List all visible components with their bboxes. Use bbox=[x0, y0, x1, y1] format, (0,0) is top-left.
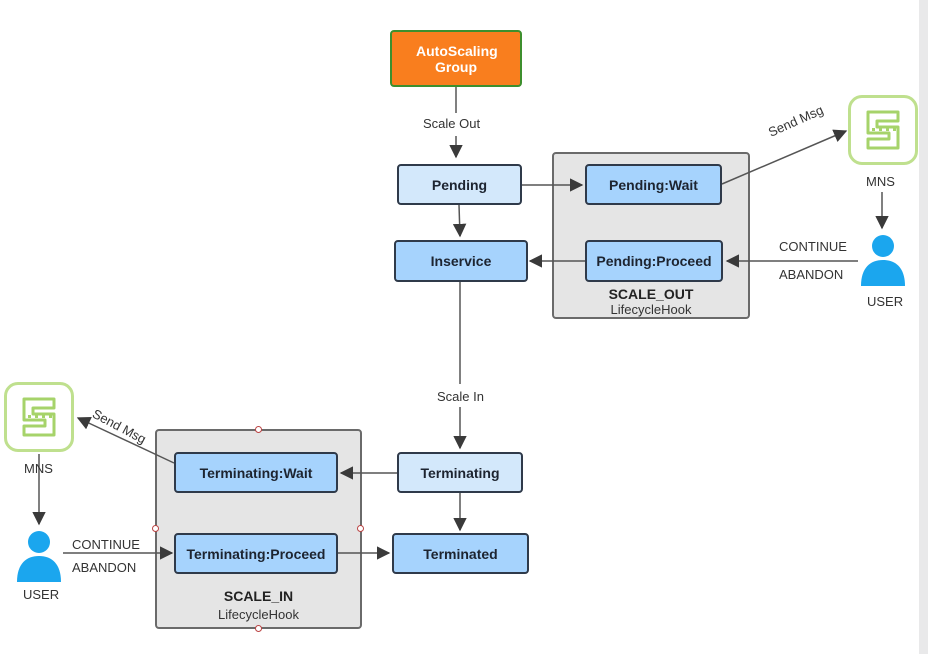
terminating-wait-node[interactable]: Terminating:Wait bbox=[174, 452, 338, 493]
mns-label-left: MNS bbox=[24, 461, 53, 476]
abandon-label-left: ABANDON bbox=[72, 560, 137, 575]
continue-label-left: CONTINUE bbox=[72, 537, 140, 552]
resize-handle-right[interactable] bbox=[357, 525, 364, 532]
autoscaling-group-label: AutoScaling Group bbox=[416, 42, 498, 75]
user-label-left: USER bbox=[23, 587, 60, 602]
user-icon bbox=[17, 531, 61, 582]
edge-pendingwait-mns bbox=[721, 129, 848, 185]
scale-out-title: SCALE_OUT bbox=[608, 286, 694, 302]
terminating-node[interactable]: Terminating bbox=[397, 452, 523, 493]
mns-icon bbox=[4, 382, 74, 452]
user-icon bbox=[861, 235, 905, 286]
continue-label-right: CONTINUE bbox=[779, 239, 847, 254]
resize-handle-left[interactable] bbox=[152, 525, 159, 532]
scale-in-subtitle: LifecycleHook bbox=[218, 607, 299, 622]
scrollbar[interactable] bbox=[919, 0, 928, 654]
terminating-proceed-node[interactable]: Terminating:Proceed bbox=[174, 533, 338, 574]
mns-icon bbox=[848, 95, 918, 165]
resize-handle-top[interactable] bbox=[255, 426, 262, 433]
scale-out-subtitle: LifecycleHook bbox=[610, 302, 692, 317]
user-label-right: USER bbox=[867, 294, 904, 309]
abandon-label-right: ABANDON bbox=[779, 267, 844, 282]
inservice-node[interactable]: Inservice bbox=[394, 240, 528, 282]
scale-in-title: SCALE_IN bbox=[223, 588, 294, 604]
edge-pending-inservice bbox=[452, 204, 467, 238]
scale-out-label: Scale Out bbox=[423, 116, 481, 131]
terminated-node[interactable]: Terminated bbox=[392, 533, 529, 574]
mns-label-right: MNS bbox=[866, 174, 895, 189]
resize-handle-bottom[interactable] bbox=[255, 625, 262, 632]
scale-in-label: Scale In bbox=[437, 389, 484, 404]
pending-proceed-node[interactable]: Pending:Proceed bbox=[585, 240, 723, 282]
edge-termwait-mns bbox=[76, 417, 175, 464]
pending-node[interactable]: Pending bbox=[397, 164, 522, 205]
autoscaling-group-node[interactable]: AutoScaling Group bbox=[390, 30, 522, 87]
pending-wait-node[interactable]: Pending:Wait bbox=[585, 164, 722, 205]
